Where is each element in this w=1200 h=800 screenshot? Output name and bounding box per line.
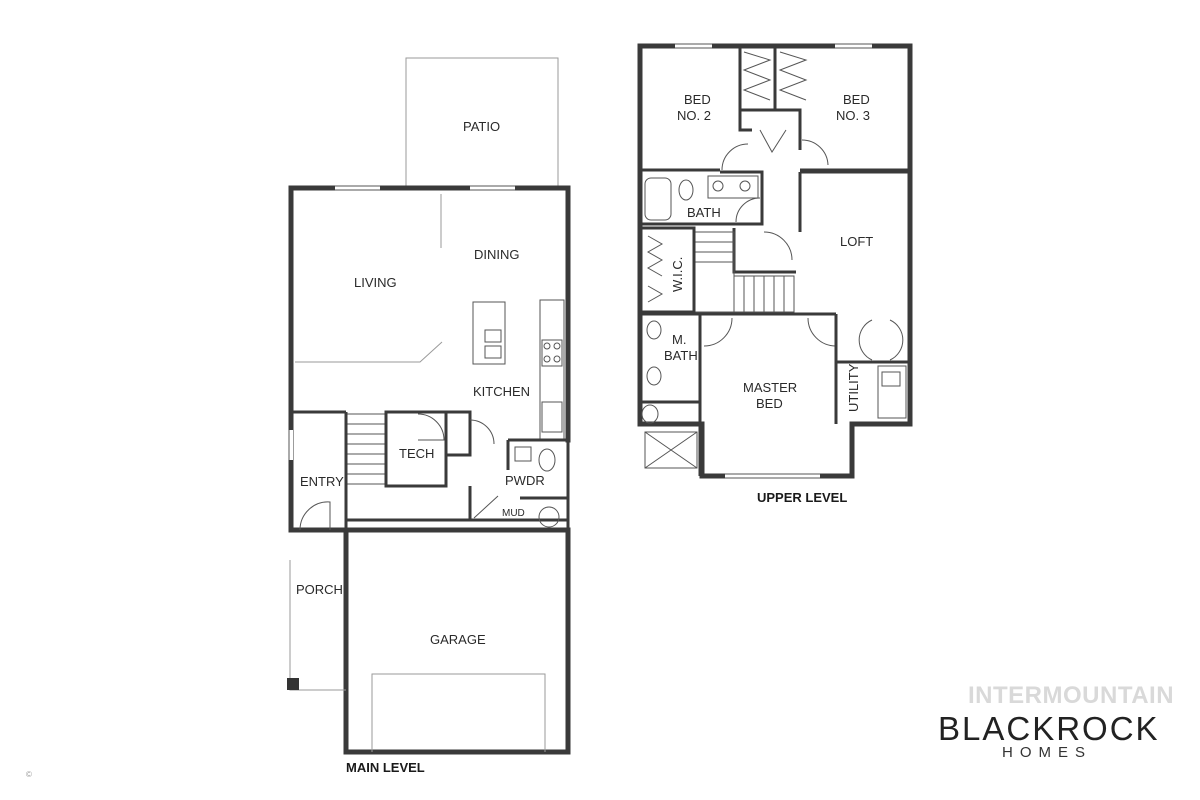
upper-level-plan xyxy=(637,43,913,479)
kitchen-island xyxy=(472,301,506,365)
watermark-text: INTERMOUNTAIN xyxy=(968,682,1175,709)
room-loft: LOFT xyxy=(840,234,873,249)
main-level-label: MAIN LEVEL xyxy=(346,760,425,775)
upper-level-label: UPPER LEVEL xyxy=(757,490,847,505)
room-master-line2: BED xyxy=(756,396,783,411)
kitchen-counter xyxy=(539,299,565,441)
room-bed3-line1: BED xyxy=(843,92,870,107)
room-garage: GARAGE xyxy=(430,632,486,647)
room-living: LIVING xyxy=(354,275,397,290)
room-bed3-line2: NO. 3 xyxy=(836,108,870,123)
room-kitchen: KITCHEN xyxy=(473,384,530,399)
room-master-line1: MASTER xyxy=(743,380,797,395)
garage-wall xyxy=(343,527,571,755)
room-wic: W.I.C. xyxy=(670,257,685,292)
room-patio: PATIO xyxy=(463,119,500,134)
room-bed2-line1: BED xyxy=(684,92,711,107)
room-mbath-line1: M. xyxy=(672,332,686,347)
porch-outline xyxy=(289,560,346,691)
room-bath: BATH xyxy=(687,205,721,220)
upper-stairs xyxy=(693,231,795,313)
copyright-mark: © xyxy=(26,770,32,779)
room-bed2-line2: NO. 2 xyxy=(677,108,711,123)
room-entry: ENTRY xyxy=(300,474,344,489)
company-logo-sub: HOMES xyxy=(1002,744,1093,761)
room-utility: UTILITY xyxy=(846,363,861,412)
main-stairs xyxy=(345,413,387,485)
main-level-plan xyxy=(287,57,571,755)
room-tech: TECH xyxy=(399,446,434,461)
room-mud: MUD xyxy=(502,508,525,519)
main-exterior-wall xyxy=(288,185,571,533)
company-logo: BLACKROCK xyxy=(938,710,1160,747)
room-mbath-line2: BATH xyxy=(664,348,698,363)
room-pwdr: PWDR xyxy=(505,473,545,488)
room-dining: DINING xyxy=(474,247,520,262)
room-porch: PORCH xyxy=(296,582,343,597)
